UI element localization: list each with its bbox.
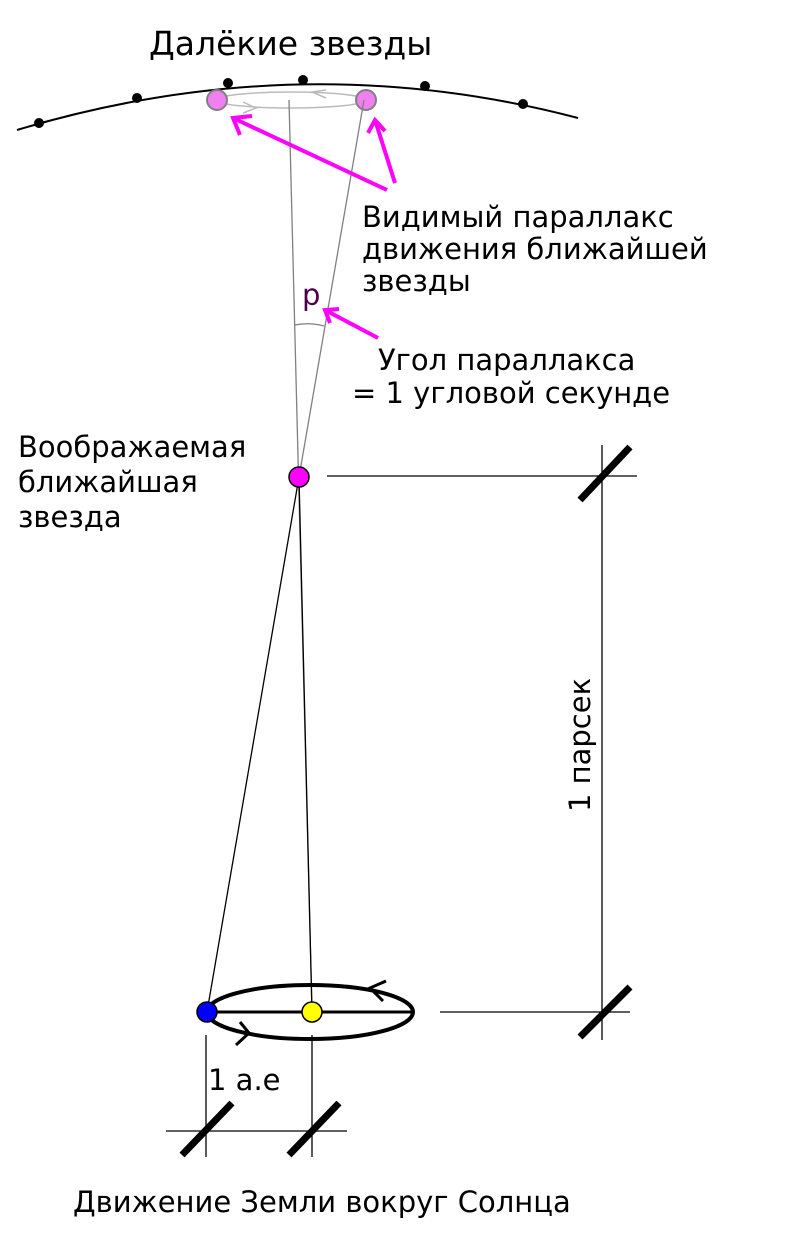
apparent-parallax-label-line3: звезды [362, 264, 471, 298]
sight-line-earth [298, 99, 365, 478]
apparent-star-left [206, 89, 228, 111]
distant-stars-title: Далёкие звезды [149, 24, 432, 63]
celestial-sphere-arc [16, 83, 579, 131]
arrowhead-left-star [230, 114, 253, 136]
near-star-label-line1: Воображаемая [18, 430, 246, 464]
apparent-motion-arrow-bottom [242, 101, 258, 114]
earth [196, 1001, 218, 1023]
parallax-angle-label-line1: Угол параллакса [378, 343, 635, 377]
orbit-arrow-bottom [234, 1021, 252, 1047]
near-star [288, 466, 310, 488]
pointer-arrows [230, 114, 397, 340]
arrowhead-right-star [366, 116, 387, 134]
arrow-to-left-star [232, 116, 388, 192]
near-star-label-line2: ближайшая [18, 465, 198, 499]
distant-star [34, 118, 44, 128]
apparent-parallax-label-line1: Видимый параллакс [362, 200, 674, 234]
orbit-arrow-top [367, 979, 387, 1003]
au-tick-right [286, 1100, 342, 1158]
caption: Движение Земли вокруг Солнца [73, 1185, 571, 1219]
apparent-motion-ellipse [215, 91, 367, 109]
arrowhead-parallax-angle [322, 307, 340, 324]
au-tick-left [179, 1100, 235, 1158]
distant-star [298, 75, 308, 85]
distant-stars [34, 75, 528, 128]
parallax-angle-label-line2: = 1 угловой секунде [352, 376, 670, 410]
sight-line-earth-lower [206, 476, 300, 1013]
parsec-label: 1 парсек [563, 678, 597, 812]
apparent-star-right [355, 89, 377, 111]
arrow-to-parallax-angle [324, 308, 379, 340]
distant-star [223, 78, 233, 88]
apparent-parallax-label-line2: движения ближайшей [362, 232, 708, 266]
near-star-label-line3: звезда [18, 500, 122, 534]
sun [301, 1001, 323, 1023]
distant-star [518, 99, 528, 109]
distant-star [132, 93, 142, 103]
sight-line-sun-lower [298, 476, 313, 1013]
parsec-tick-top [577, 444, 633, 503]
distant-star [420, 81, 430, 91]
parsec-tick-bottom [577, 984, 633, 1040]
au-label: 1 а.е [208, 1063, 281, 1097]
parallax-angle-arc [293, 323, 325, 327]
parallax-symbol: p [302, 278, 320, 312]
arrow-to-right-star [373, 119, 397, 184]
apparent-motion-arrow-top [309, 89, 327, 99]
